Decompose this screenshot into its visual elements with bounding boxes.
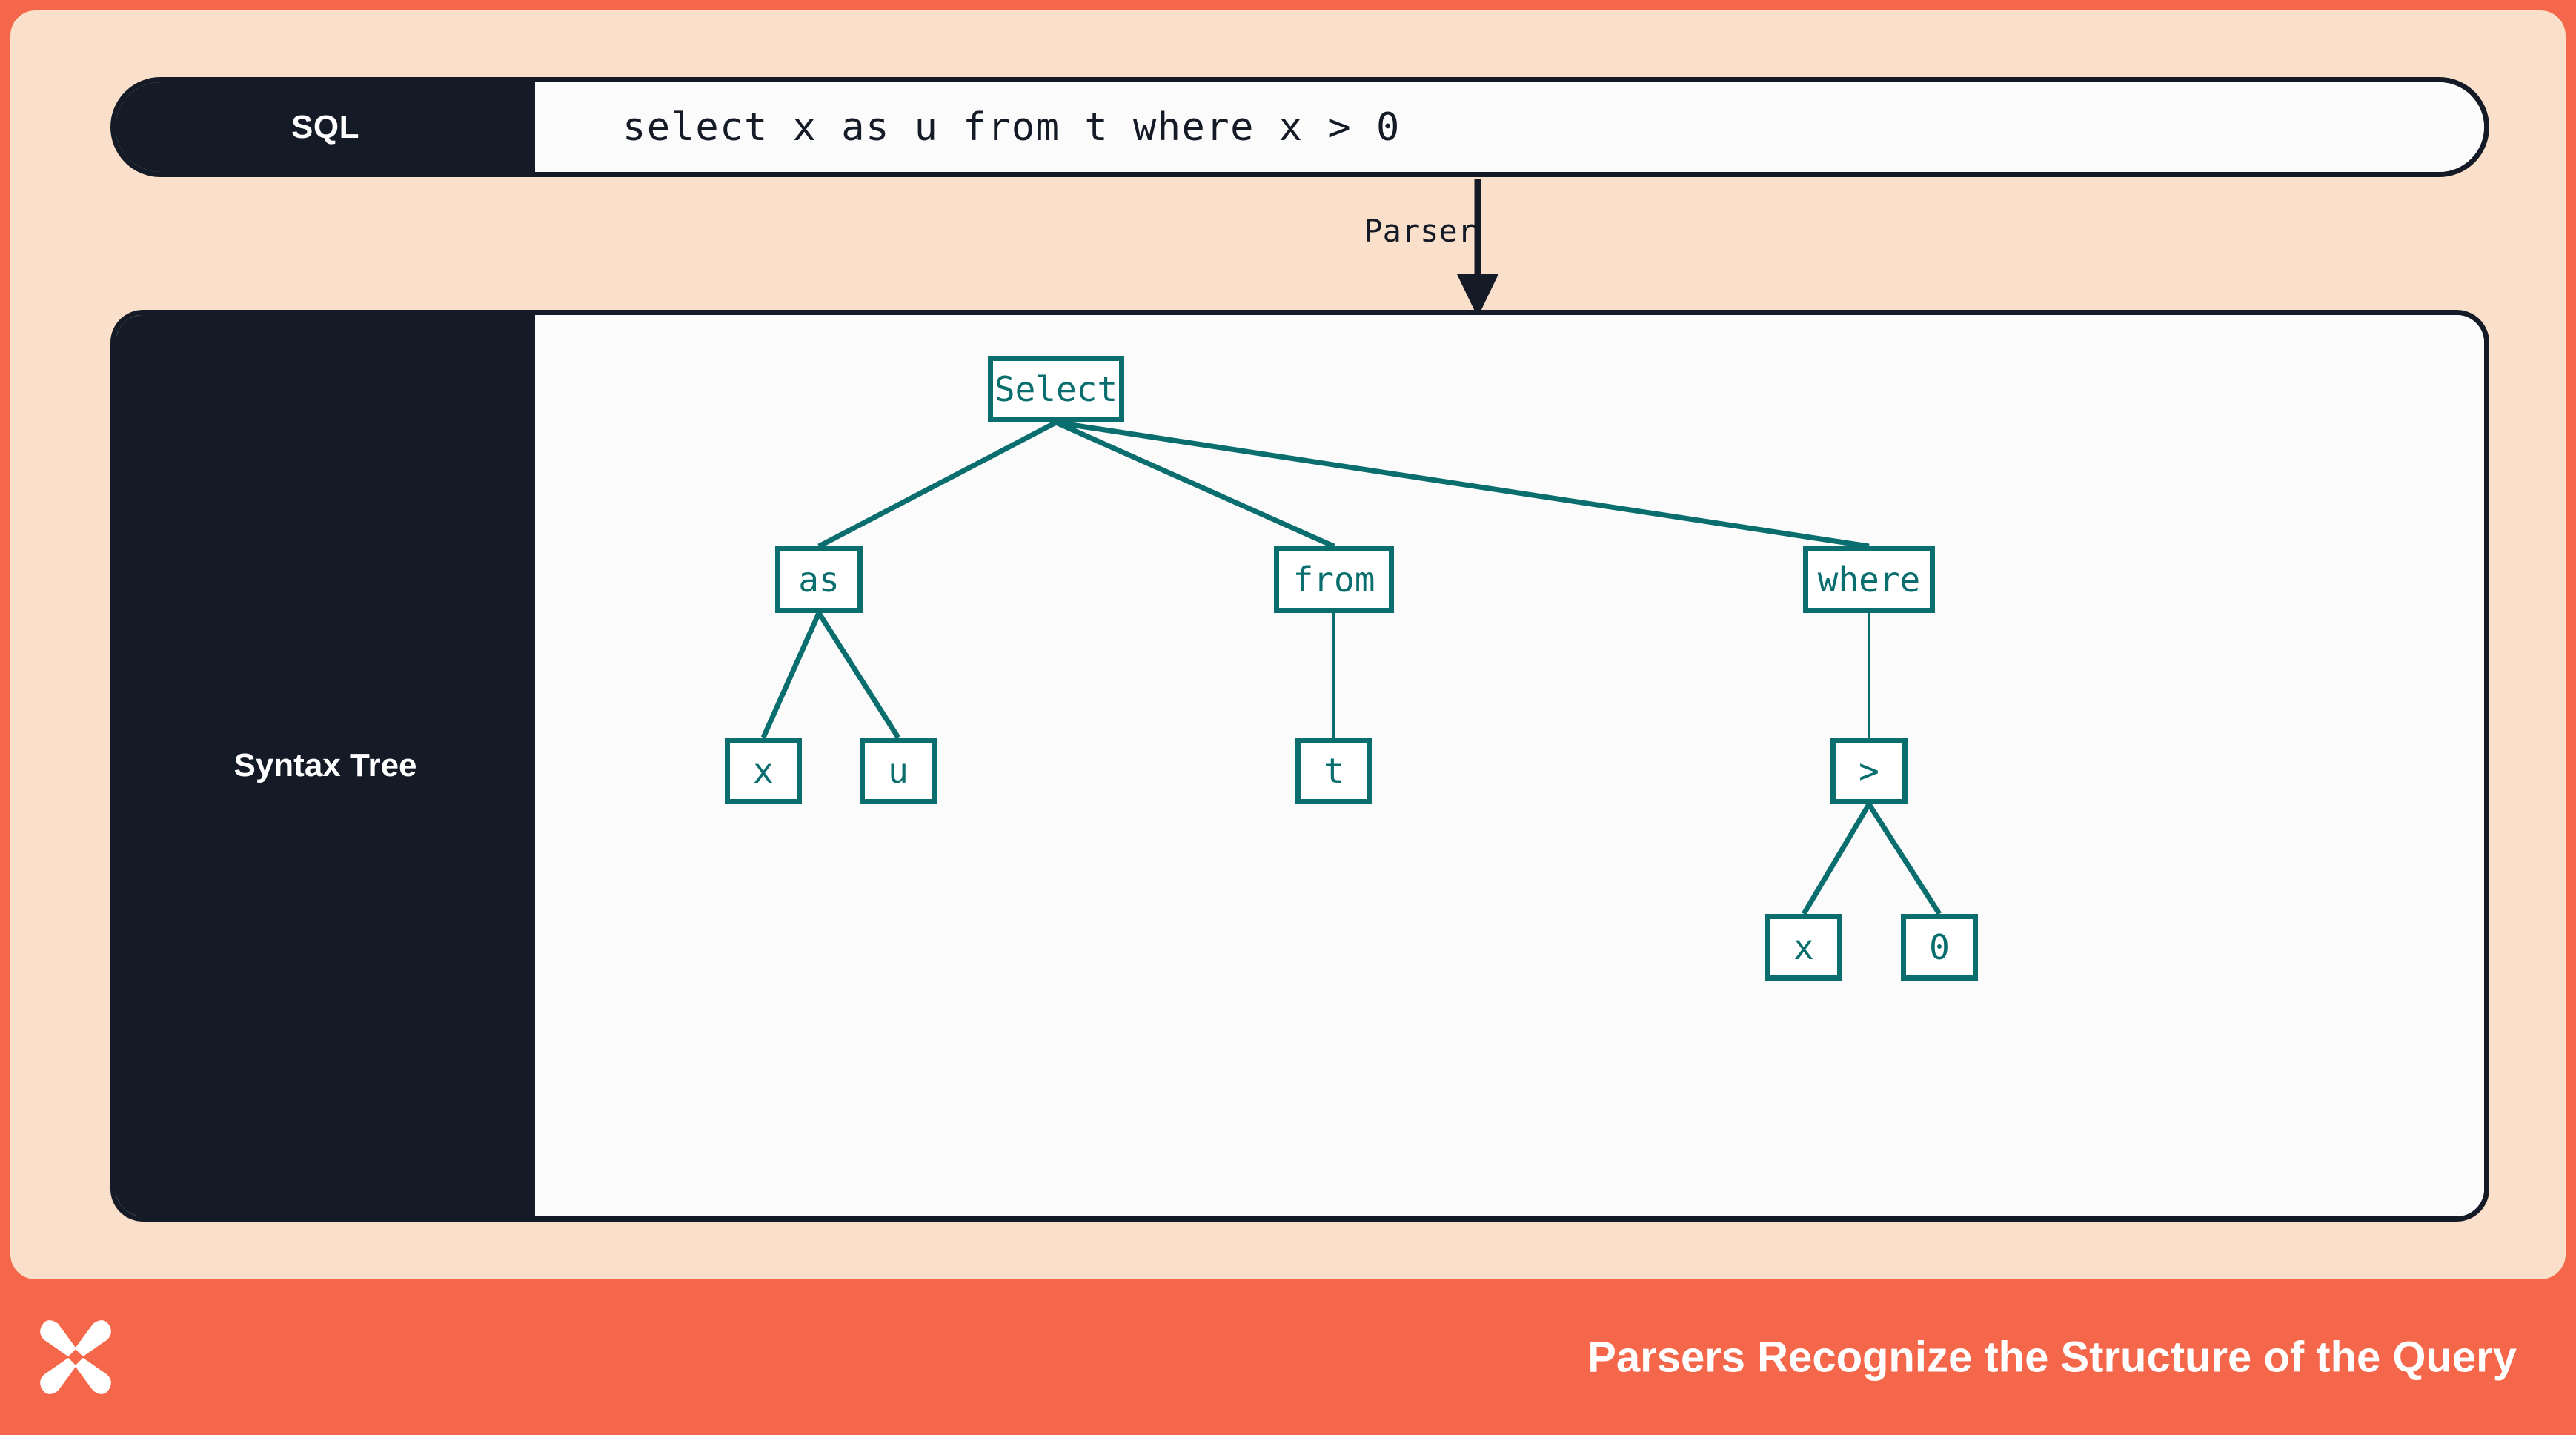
tree-node-label: t [1324,751,1344,791]
tree-node-label: Select [994,369,1118,409]
parser-arrow-group: Parser [1255,179,1567,322]
tree-node-where[interactable]: where [1803,546,1935,613]
sql-query-text: select x as u from t where x > 0 [623,105,1401,150]
tree-edge-select-from [1055,420,1335,549]
sql-input-row: SQL select x as u from t where x > 0 [110,77,2489,177]
tree-node-as[interactable]: as [775,546,863,613]
tree-node-zero[interactable]: 0 [1901,914,1978,981]
down-arrow-icon [1457,179,1498,317]
tree-node-label: x [753,751,774,791]
syntax-tree-label-cell: Syntax Tree [116,315,535,1216]
tree-edge-gt-zero [1867,803,1942,915]
parser-label: Parser [1364,213,1476,249]
tree-node-from[interactable]: from [1274,546,1394,613]
tree-node-label: 0 [1929,927,1950,967]
tree-edge-as-u [817,612,900,739]
tree-edges [760,420,1942,915]
tree-edge-gt-x2 [1801,803,1872,915]
tree-node-select[interactable]: Select [988,356,1124,422]
tree-node-label: x [1793,927,1814,967]
star-burst-logo-icon [40,1320,111,1394]
tree-node-label: from [1292,560,1375,600]
syntax-tree-canvas: Select as from where x u t > x 0 [535,315,2484,1216]
sql-label: SQL [291,108,359,145]
sql-label-cell: SQL [116,82,535,172]
tree-edge-select-as [817,420,1058,549]
footer-title: Parsers Recognize the Structure of the Q… [1587,1333,2517,1382]
tree-node-gt[interactable]: > [1830,738,1908,804]
syntax-tree-panel: Syntax Tree Select as from where x u t > x 0 [110,310,2489,1222]
syntax-tree-label: Syntax Tree [233,747,417,783]
tree-node-label: u [888,751,909,791]
tree-edge-as-x1 [760,612,822,739]
tree-edge-select-where [1055,420,1870,549]
tree-node-u[interactable]: u [860,738,937,804]
slide-canvas: SQL select x as u from t where x > 0 Par… [10,10,2566,1279]
tree-node-x2[interactable]: x [1765,914,1842,981]
tree-node-t[interactable]: t [1295,738,1372,804]
tree-node-label: where [1817,560,1921,600]
sql-query-cell[interactable]: select x as u from t where x > 0 [535,82,2484,172]
tree-node-x1[interactable]: x [725,738,802,804]
tree-node-label: > [1859,751,1879,791]
tree-node-label: as [798,560,840,600]
footer-bar: Parsers Recognize the Structure of the Q… [0,1279,2576,1435]
